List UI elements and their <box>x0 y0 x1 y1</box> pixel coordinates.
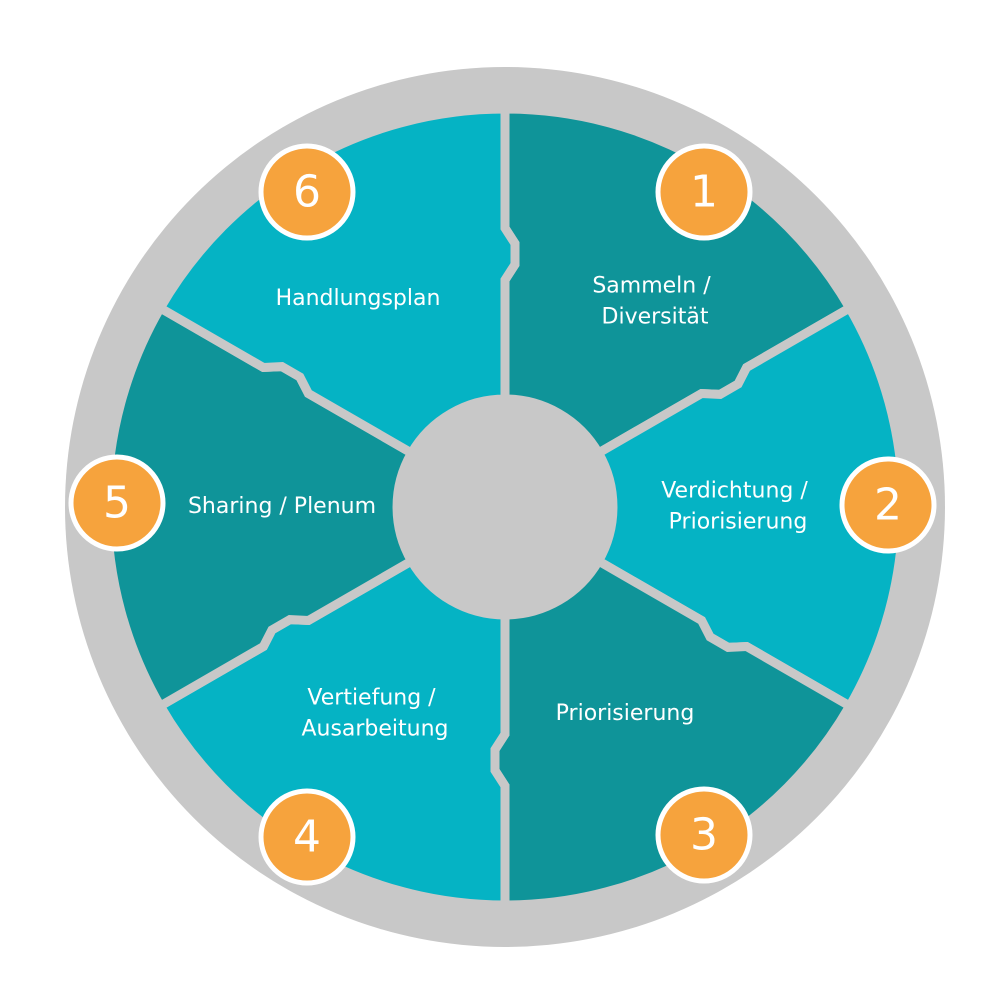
segment-2-label-line-1: Verdichtung / <box>661 479 808 504</box>
step-badge-1-circle <box>655 143 753 241</box>
segment-4-label: Vertiefung / Ausarbeitung <box>301 686 448 742</box>
step-badge-3: 3 <box>655 786 753 884</box>
segment-3-label: Priorisierung <box>556 701 695 726</box>
segment-1-label: Sammeln / Diversität <box>592 274 717 330</box>
segment-1-label-line-2: Diversität <box>602 305 709 330</box>
step-badge-2: 2 <box>839 456 937 554</box>
center-hub <box>397 399 613 615</box>
segment-5-label: Sharing / Plenum <box>188 494 376 519</box>
step-badge-2-circle <box>839 456 937 554</box>
step-badge-4-number: 4 <box>293 812 321 863</box>
segment-6-label: Handlungsplan <box>276 286 441 311</box>
step-badge-3-circle <box>655 786 753 884</box>
step-badge-5-number: 5 <box>103 478 131 529</box>
segment-1-label-line-1: Sammeln / <box>592 274 711 299</box>
segment-2-label: Verdichtung / Priorisierung <box>661 479 815 535</box>
segment-4-label-line-2: Ausarbeitung <box>301 717 448 742</box>
step-badge-5: 5 <box>68 454 166 552</box>
step-badge-5-circle <box>68 454 166 552</box>
step-badge-4: 4 <box>258 788 356 886</box>
segment-5-label-line-1: Sharing / Plenum <box>188 494 376 519</box>
step-badge-6-circle <box>258 143 356 241</box>
step-badge-1: 1 <box>655 143 753 241</box>
step-badge-6: 6 <box>258 143 356 241</box>
segment-4-label-line-1: Vertiefung / <box>307 686 436 711</box>
step-badge-4-circle <box>258 788 356 886</box>
step-badge-3-number: 3 <box>690 810 718 861</box>
step-badge-1-number: 1 <box>690 167 718 218</box>
step-badge-2-number: 2 <box>874 480 902 531</box>
segment-3-label-line-1: Priorisierung <box>556 701 695 726</box>
segment-2-label-line-2: Priorisierung <box>669 510 808 535</box>
segment-6-label-line-1: Handlungsplan <box>276 286 441 311</box>
segment-2: Verdichtung / Priorisierung <box>592 301 908 713</box>
step-badge-6-number: 6 <box>293 167 321 218</box>
